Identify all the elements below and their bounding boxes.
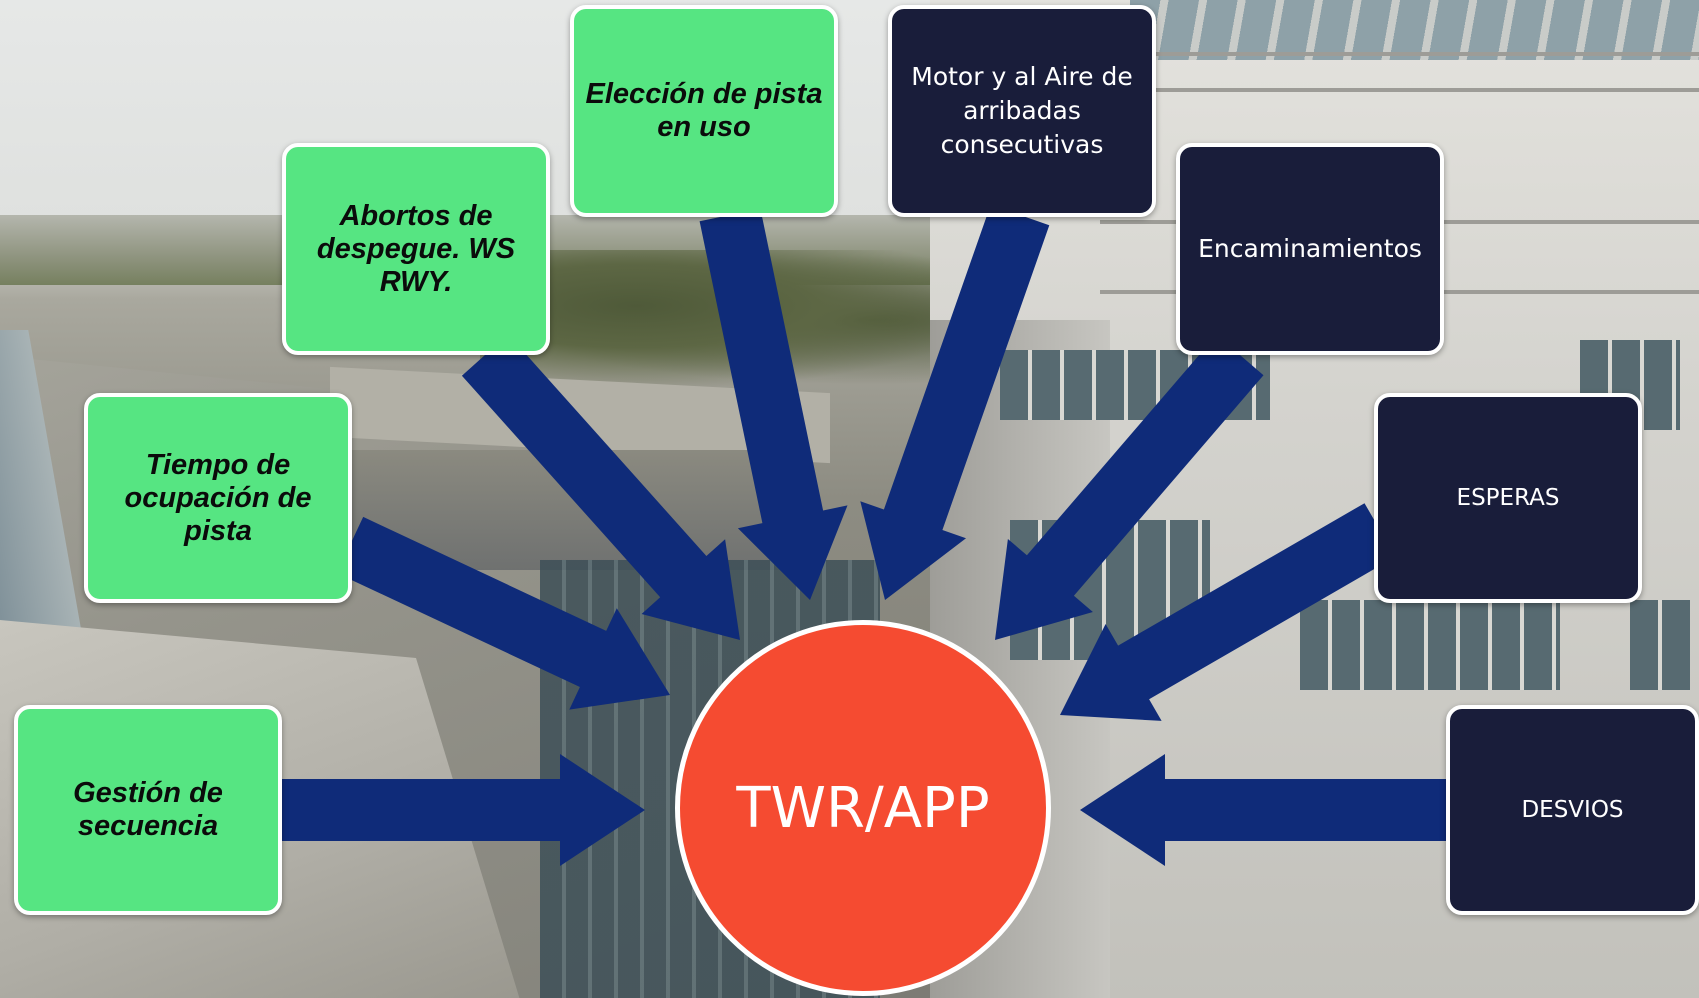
arrow-desvios <box>1080 754 1448 866</box>
node-motor-aire: Motor y al Aire de arribadas consecutiva… <box>888 5 1156 217</box>
arrow-esperas <box>1060 503 1396 721</box>
node-label: Encaminamientos <box>1198 234 1422 263</box>
node-label: ESPERAS <box>1456 485 1560 511</box>
node-label: Tiempo de ocupación de pista <box>124 448 312 547</box>
tower-railing <box>1080 52 1699 56</box>
arrow-abortos-despegue <box>461 334 740 640</box>
node-tiempo-ocupacion: Tiempo de ocupación de pista <box>84 393 352 603</box>
node-esperas: ESPERAS <box>1374 393 1642 603</box>
node-label: DESVIOS <box>1521 797 1624 823</box>
arrow-tiempo-ocupacion <box>336 516 670 710</box>
node-eleccion-pista: Elección de pista en uso <box>570 5 838 217</box>
arrow-motor-aire <box>860 204 1050 600</box>
node-gestion-secuencia: Gestión de secuencia <box>14 705 282 915</box>
tower-railing <box>1080 88 1699 92</box>
tower-windows <box>1300 600 1560 690</box>
arrow-encaminamientos <box>995 334 1264 640</box>
arrow-gestion-secuencia <box>280 754 645 866</box>
node-label: Elección de pista en uso <box>585 78 823 143</box>
arrow-eleccion-pista <box>699 208 848 600</box>
control-tower-cab <box>1130 0 1699 60</box>
tower-windows <box>1630 600 1690 690</box>
node-abortos-despegue: Abortos de despegue. WS RWY. <box>282 143 550 355</box>
node-desvios: DESVIOS <box>1446 705 1699 915</box>
node-label: Gestión de secuencia <box>73 777 223 842</box>
hub-label: TWR/APP <box>736 775 990 841</box>
hub-twr-app: TWR/APP <box>675 620 1051 996</box>
node-label: Motor y al Aire de arribadas consecutiva… <box>911 62 1133 159</box>
node-encaminamientos: Encaminamientos <box>1176 143 1444 355</box>
node-label: Abortos de despegue. WS RWY. <box>316 199 516 298</box>
